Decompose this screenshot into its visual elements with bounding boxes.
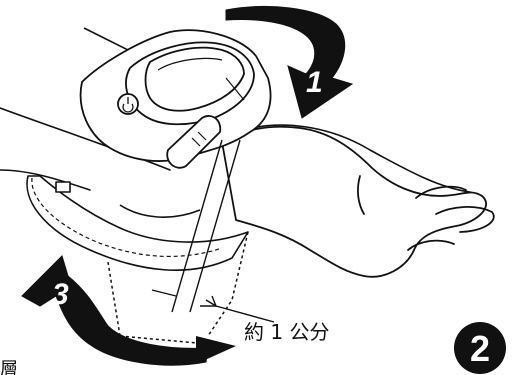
hand-outline (222, 127, 494, 277)
arrow-3-label: 3 (52, 278, 69, 311)
measurement-caption: 約 1 公分 (244, 316, 354, 345)
corner-fragment-text: 層 (0, 359, 18, 375)
step-badge-number: 2 (470, 328, 490, 369)
cuff-band (27, 176, 248, 270)
arrow-1-label: 1 (306, 66, 323, 99)
